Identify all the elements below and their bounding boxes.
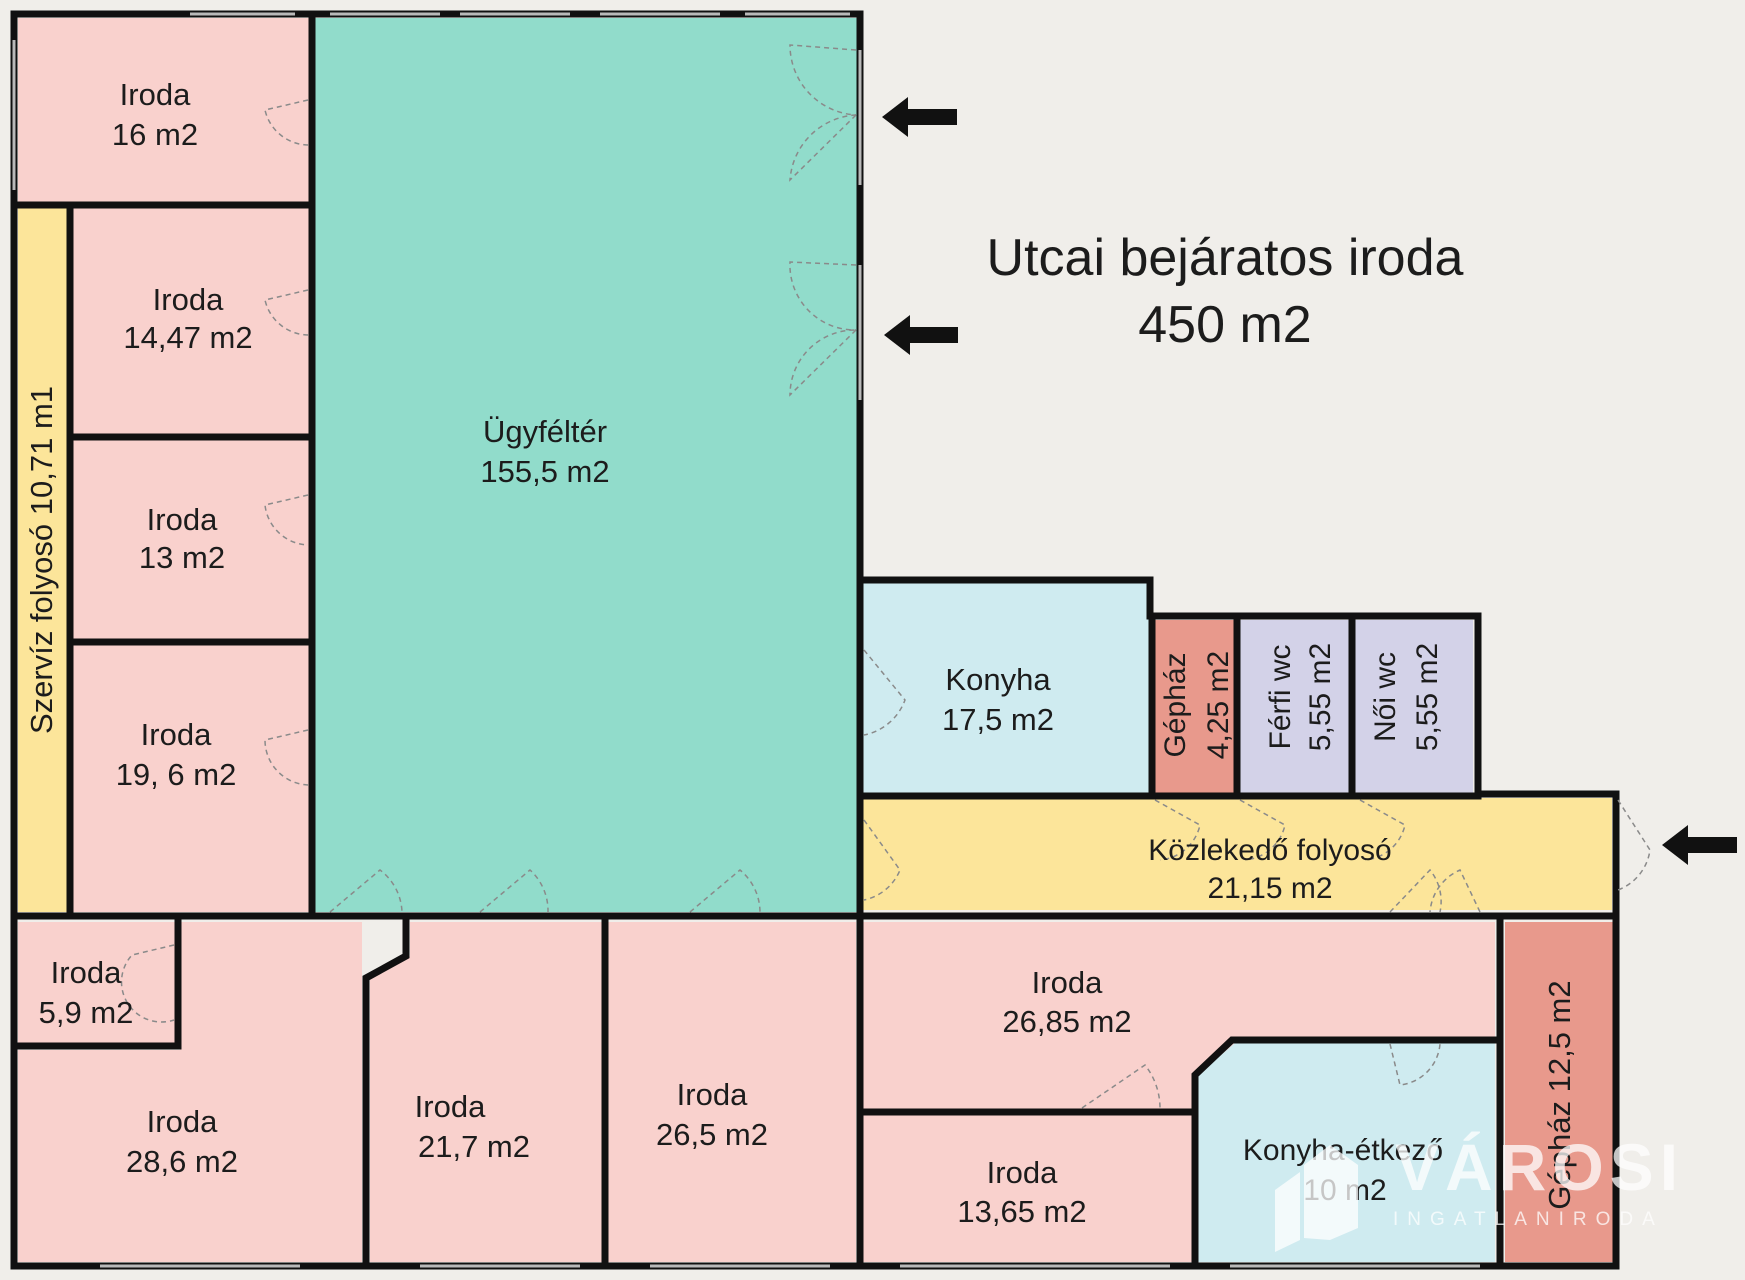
room-gephaz-small bbox=[1155, 620, 1235, 793]
room-name: Férfi wc bbox=[1264, 645, 1297, 750]
entrance-arrow-icon bbox=[882, 97, 957, 137]
room-name: Női wc bbox=[1369, 652, 1402, 742]
room-area: 155,5 m2 bbox=[480, 454, 609, 489]
room-szerviz-label: Szervíz folyosó 10,71 m1 bbox=[24, 386, 59, 734]
room-area: 5,55 m2 bbox=[1411, 643, 1444, 751]
room-area: 21,7 m2 bbox=[418, 1129, 530, 1164]
room-fills bbox=[18, 18, 1613, 1262]
room-name: Gépház bbox=[1159, 652, 1192, 757]
room-name: Iroda bbox=[987, 1155, 1058, 1190]
windows bbox=[12, 12, 1480, 1268]
watermark-logo: VÁROSI INGATLANIRODA bbox=[1275, 1130, 1684, 1252]
room-area: 16 m2 bbox=[112, 117, 198, 152]
room-name: Iroda bbox=[147, 502, 218, 537]
room-area: 28,6 m2 bbox=[126, 1144, 238, 1179]
entrance-arrow-icon bbox=[884, 315, 958, 355]
room-kozlekedo-folyoso bbox=[862, 798, 1612, 910]
room-konyha bbox=[862, 583, 1150, 793]
entrance-arrow-icon bbox=[1662, 825, 1737, 865]
room-name: Iroda bbox=[153, 282, 224, 317]
room-area: 4,25 m2 bbox=[1202, 651, 1235, 759]
room-name: Iroda bbox=[677, 1077, 748, 1112]
room-area: 26,5 m2 bbox=[656, 1117, 768, 1152]
room-area: 5,55 m2 bbox=[1304, 643, 1337, 751]
plan-title: Utcai bejáratos iroda bbox=[987, 229, 1464, 287]
room-noi-wc bbox=[1355, 620, 1473, 793]
room-szerviz-folyoso bbox=[18, 207, 68, 912]
watermark-sub: INGATLANIRODA bbox=[1393, 1209, 1664, 1230]
room-area: 21,15 m2 bbox=[1207, 872, 1332, 905]
room-iroda-196 bbox=[72, 645, 310, 912]
room-name: Konyha bbox=[945, 662, 1051, 697]
room-area: 13,65 m2 bbox=[957, 1194, 1086, 1229]
room-name: Közlekedő folyosó bbox=[1148, 834, 1392, 867]
door-swing-icon bbox=[120, 44, 1651, 1109]
plan-total-area: 450 m2 bbox=[1138, 296, 1311, 354]
room-area: 19, 6 m2 bbox=[116, 757, 237, 792]
room-name: Iroda bbox=[1032, 965, 1103, 1000]
room-area: 17,5 m2 bbox=[942, 702, 1054, 737]
room-name: Iroda bbox=[120, 77, 191, 112]
room-iroda-1447 bbox=[72, 207, 310, 435]
watermark-building-icon bbox=[1304, 1145, 1358, 1240]
room-iroda-16 bbox=[18, 18, 310, 203]
room-area: 14,47 m2 bbox=[123, 320, 252, 355]
room-iroda-1365 bbox=[862, 1114, 1192, 1262]
room-labels: Iroda 16 m2 Iroda 14,47 m2 Iroda 13 m2 I… bbox=[24, 77, 1577, 1229]
room-iroda-59 bbox=[18, 922, 176, 1044]
room-name: Iroda bbox=[147, 1104, 218, 1139]
room-ugyfelter bbox=[315, 18, 860, 912]
room-iroda-217 bbox=[370, 922, 602, 1262]
room-konyha-etkezo bbox=[1198, 1043, 1495, 1262]
watermark-brand: VÁROSI bbox=[1395, 1130, 1684, 1204]
room-iroda-13 bbox=[72, 440, 310, 640]
room-iroda-286 bbox=[18, 922, 362, 1262]
room-gephaz-big bbox=[1505, 922, 1613, 1262]
room-name: Iroda bbox=[415, 1089, 486, 1124]
room-name: Iroda bbox=[141, 717, 212, 752]
room-iroda-265 bbox=[608, 922, 856, 1262]
watermark-building-icon bbox=[1275, 1172, 1300, 1252]
room-area: 5,9 m2 bbox=[39, 995, 134, 1030]
room-area: 13 m2 bbox=[139, 540, 225, 575]
room-area: 26,85 m2 bbox=[1002, 1004, 1131, 1039]
room-gephaz-label: Gépház 12,5 m2 bbox=[1542, 980, 1577, 1209]
entrance-arrows bbox=[882, 97, 1737, 865]
room-name: Ügyféltér bbox=[483, 414, 607, 449]
room-ferfi-wc bbox=[1240, 620, 1350, 793]
room-name: Iroda bbox=[51, 955, 122, 990]
